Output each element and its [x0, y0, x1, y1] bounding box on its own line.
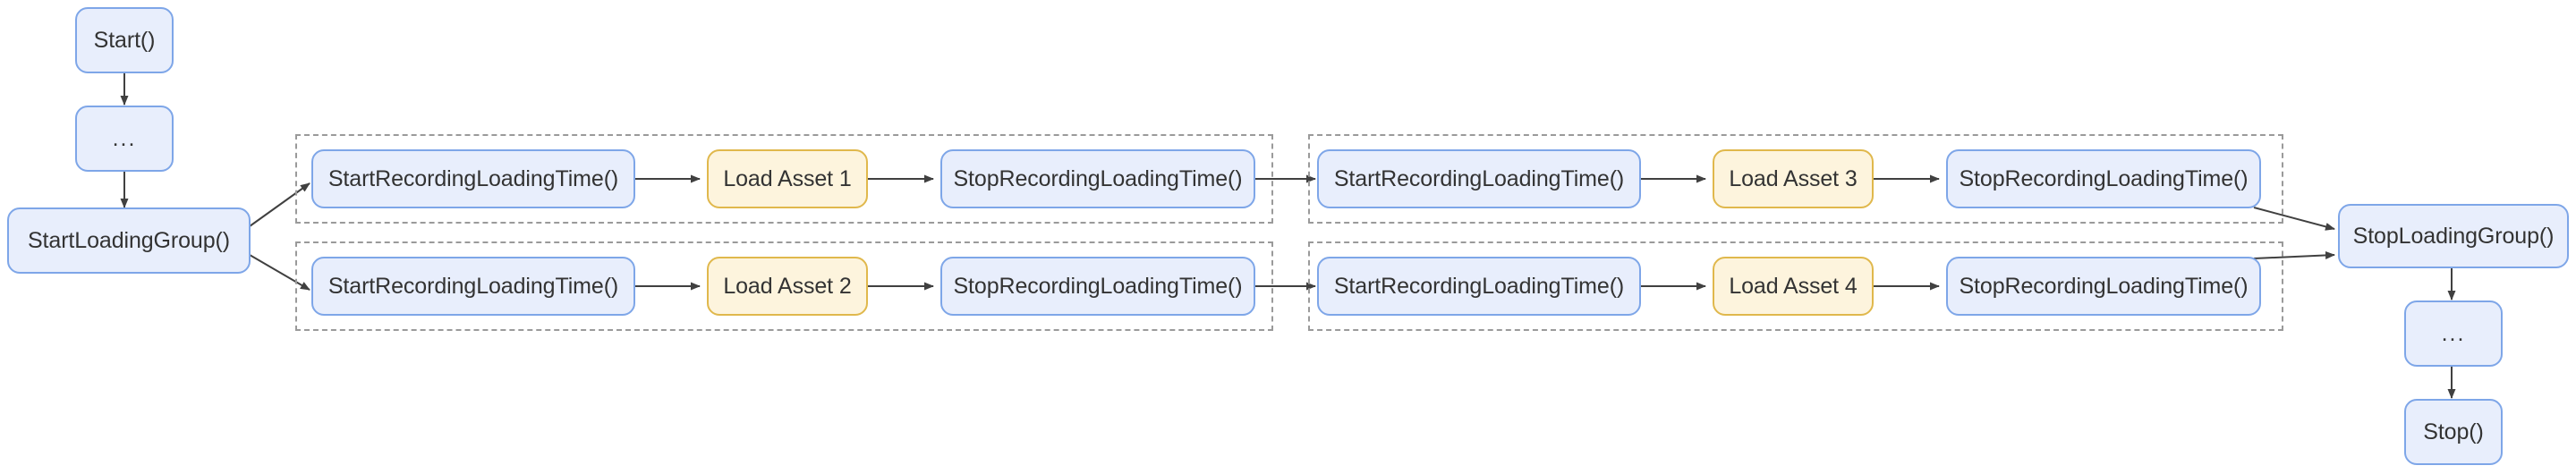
group-2-row-1-stop-recording[interactable]: StopRecordingLoadingTime()	[1946, 149, 2261, 208]
group-2-row-2-boundary	[1308, 241, 2283, 331]
group-1-row-2-start-recording-label: StartRecordingLoadingTime()	[327, 273, 619, 299]
group-1-row-2-asset[interactable]: Load Asset 2	[707, 257, 868, 316]
node-start-loading-group[interactable]: StartLoadingGroup()	[7, 207, 251, 274]
group-1-row-2-stop-recording-label: StopRecordingLoadingTime()	[953, 273, 1243, 299]
node-start[interactable]: Start()	[75, 7, 174, 73]
group-1-row-1-asset-label: Load Asset 1	[723, 165, 852, 191]
group-2-row-2-start-recording-label: StartRecordingLoadingTime()	[1333, 273, 1625, 299]
group-2-row-2-asset[interactable]: Load Asset 4	[1713, 257, 1874, 316]
group-1-row-1-stop-recording-label: StopRecordingLoadingTime()	[953, 165, 1243, 191]
group-2-row-1-start-recording-label: StartRecordingLoadingTime()	[1333, 165, 1625, 191]
group-1-row-1-asset[interactable]: Load Asset 1	[707, 149, 868, 208]
group-2-row-2-stop-recording-label: StopRecordingLoadingTime()	[1959, 273, 2249, 299]
group-2-row-1-start-recording[interactable]: StartRecordingLoadingTime()	[1317, 149, 1641, 208]
node-stop-label: Stop()	[2423, 419, 2484, 444]
group-1-row-1-start-recording-label: StartRecordingLoadingTime()	[327, 165, 619, 191]
group-2-row-2-stop-recording[interactable]: StopRecordingLoadingTime()	[1946, 257, 2261, 316]
node-exit-ellipsis-label: ...	[2441, 320, 2466, 346]
group-1-row-2-boundary	[295, 241, 1273, 331]
group-2-row-1-asset[interactable]: Load Asset 3	[1713, 149, 1874, 208]
group-1-row-1-boundary	[295, 134, 1273, 224]
group-2-row-2-start-recording[interactable]: StartRecordingLoadingTime()	[1317, 257, 1641, 316]
group-1-row-1-stop-recording[interactable]: StopRecordingLoadingTime()	[940, 149, 1255, 208]
group-1-row-1-start-recording[interactable]: StartRecordingLoadingTime()	[311, 149, 635, 208]
node-stop-loading-group[interactable]: StopLoadingGroup()	[2338, 204, 2569, 268]
group-1-row-2-start-recording[interactable]: StartRecordingLoadingTime()	[311, 257, 635, 316]
node-entry-ellipsis[interactable]: ...	[75, 106, 174, 172]
group-2-row-2-asset-label: Load Asset 4	[1729, 273, 1858, 299]
node-exit-ellipsis[interactable]: ...	[2404, 300, 2503, 367]
group-2-row-1-asset-label: Load Asset 3	[1729, 165, 1858, 191]
node-stop-loading-group-label: StopLoadingGroup()	[2352, 223, 2555, 249]
group-2-row-1-boundary	[1308, 134, 2283, 224]
node-start-loading-group-label: StartLoadingGroup()	[27, 227, 230, 253]
group-1-row-2-stop-recording[interactable]: StopRecordingLoadingTime()	[940, 257, 1255, 316]
group-2-row-1-stop-recording-label: StopRecordingLoadingTime()	[1959, 165, 2249, 191]
group-1-row-2-asset-label: Load Asset 2	[723, 273, 852, 299]
node-start-label: Start()	[93, 27, 156, 53]
node-entry-ellipsis-label: ...	[112, 125, 137, 151]
node-stop[interactable]: Stop()	[2404, 399, 2503, 465]
